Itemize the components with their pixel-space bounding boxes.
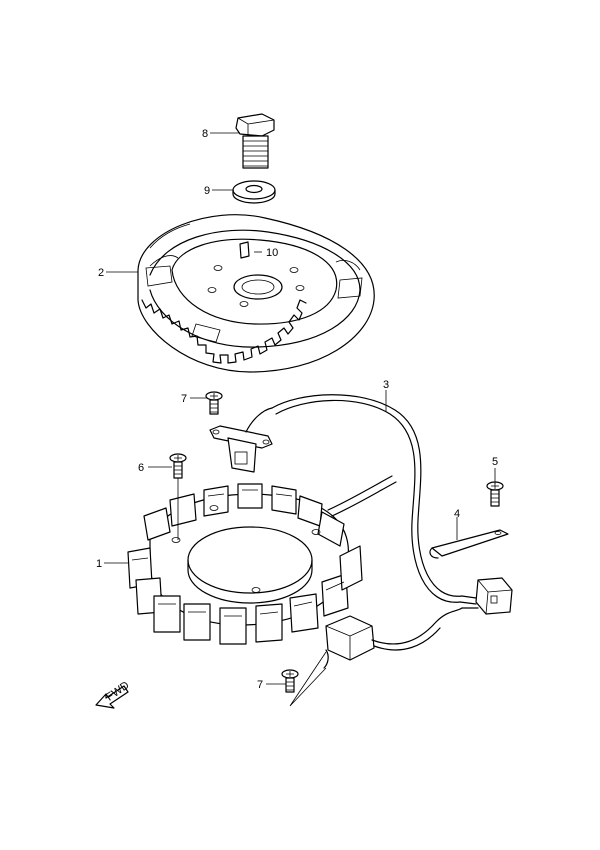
- part-7-screw-lower[interactable]: [281, 669, 299, 693]
- stator-harness-connector[interactable]: [323, 607, 463, 669]
- callout-numbers: 8 9 10 2 7 3 6 5 4 1 7: [96, 128, 498, 691]
- callout-2: 2: [98, 267, 104, 279]
- part-2-flywheel[interactable]: [137, 214, 375, 373]
- part-10-key[interactable]: [239, 241, 250, 259]
- part-4-clamp[interactable]: [429, 529, 509, 559]
- callout-10: 10: [266, 247, 278, 259]
- part-3-pulser-coil[interactable]: [209, 394, 463, 603]
- callout-5: 5: [492, 456, 498, 468]
- fwd-direction-arrow: FWD: [95, 679, 132, 709]
- callout-4: 4: [454, 508, 460, 520]
- callout-8: 8: [202, 128, 208, 140]
- part-1-stator[interactable]: [127, 475, 397, 645]
- callout-1: 1: [96, 558, 102, 570]
- fwd-label: FWD: [104, 679, 131, 703]
- callout-6: 6: [138, 462, 144, 474]
- part-5-screw[interactable]: [486, 481, 504, 507]
- part-7-screw-upper[interactable]: [205, 391, 223, 415]
- leader-lines: [104, 132, 496, 707]
- callout-7-lower: 7: [257, 679, 263, 691]
- part-6-screw[interactable]: [169, 453, 187, 479]
- callout-3: 3: [383, 379, 389, 391]
- callout-7-upper: 7: [181, 393, 187, 405]
- callout-9: 9: [204, 185, 210, 197]
- harness-connector[interactable]: [459, 577, 513, 615]
- part-9-washer[interactable]: [232, 180, 276, 204]
- part-8-flywheel-bolt[interactable]: [235, 113, 275, 169]
